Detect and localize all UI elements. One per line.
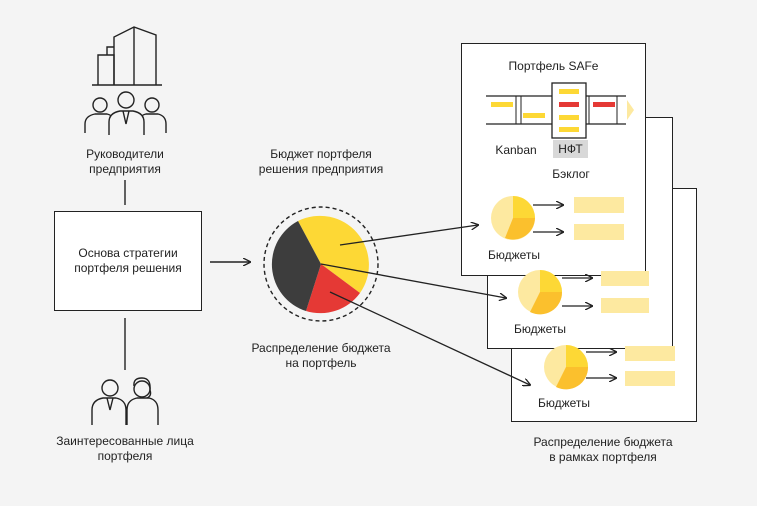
nft-label: НФТ — [558, 142, 583, 156]
within-portfolio-label: Распределение бюджета в рамках портфеля — [533, 435, 673, 464]
kanban-label: Kanban — [495, 143, 537, 157]
budget-bar — [601, 298, 649, 313]
arrow-pie-card-back-2 — [329, 291, 530, 385]
people-group-icon — [84, 91, 167, 135]
budget-bar — [601, 271, 649, 286]
arrow-pie-card-front — [339, 225, 478, 246]
budgets-label-back-2: Бюджеты — [537, 396, 591, 410]
budget-distribution-label: Распределение бюджета на портфель — [251, 341, 391, 370]
budget-pie-mini-back-2 — [544, 345, 589, 390]
pie-slice-red — [306, 264, 360, 314]
strategy-label: Основа стратегии портфеля решения — [74, 246, 182, 275]
budget-bar — [574, 224, 624, 240]
budget-bar — [574, 197, 624, 213]
budget-bar — [625, 346, 675, 361]
budget-pie-mini-back-1 — [518, 270, 563, 315]
budgets-label-back-1: Бюджеты — [513, 322, 567, 336]
leaders-label: Руководители предприятия — [86, 147, 164, 176]
building-icon — [92, 26, 162, 86]
backlog-label: Бэклог — [552, 167, 590, 181]
arrow-pie-card-back-1 — [320, 263, 506, 298]
nft-backlog-stack — [551, 82, 588, 158]
portfolio-title: Портфель SAFe — [508, 59, 599, 73]
budgets-label-front: Бюджеты — [487, 248, 541, 262]
portfolio-budget-label: Бюджет портфеля решения предприятия — [258, 147, 384, 176]
pie-slice-yellow — [298, 215, 369, 293]
budget-bar — [625, 371, 675, 386]
strategy-box — [54, 211, 202, 311]
stakeholders-icon — [91, 377, 159, 425]
budget-pie-chart — [263, 206, 379, 322]
stakeholders-label: Заинтересованные лица портфеля — [56, 434, 194, 463]
pie-slice-dark — [271, 221, 321, 311]
budget-pie-mini-front — [491, 196, 535, 240]
